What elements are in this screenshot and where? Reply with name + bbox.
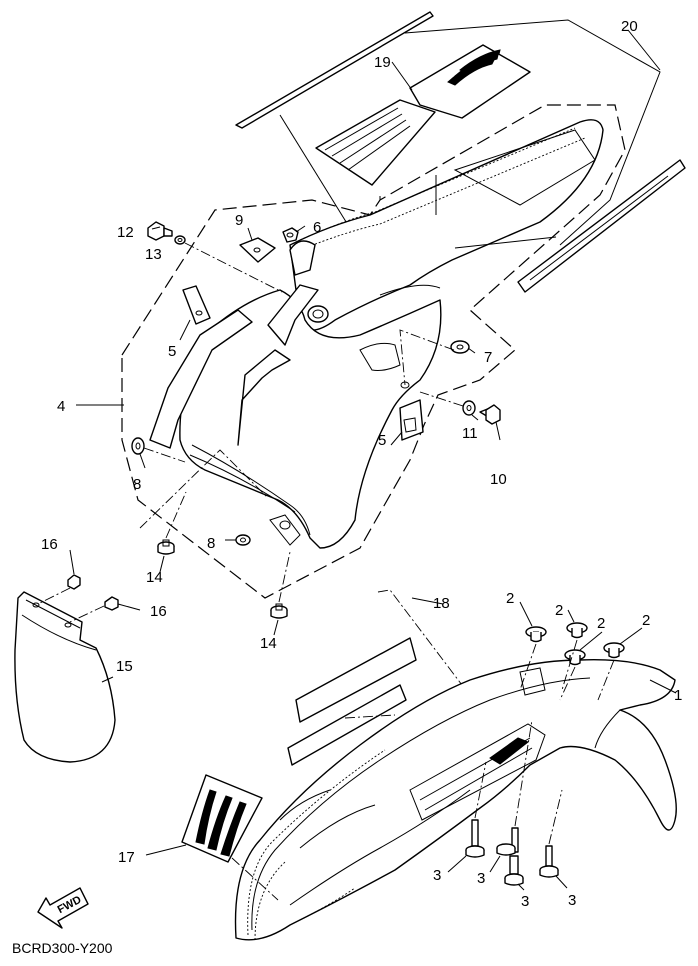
rivet-2a [525,626,547,643]
clip-9 [239,237,276,263]
strip-leader-lines [279,19,661,246]
forward-arrow-icon [37,887,89,929]
callout-3a: 3 [433,867,441,884]
rivet-2d-axis [597,659,615,701]
rivet-2c [564,649,586,666]
callout-4: 4 [57,398,65,415]
callout-17: 17 [118,849,135,866]
callout-19: 19 [374,54,391,71]
callout-16a: 16 [41,536,58,553]
callout-3d: 3 [568,892,576,909]
rivet-2d [603,642,625,659]
callout-13: 13 [145,246,162,263]
bolt-16b-axis [69,605,105,623]
bolt-16a [67,574,81,590]
callout-3c: 3 [521,893,529,910]
callout-8b: 8 [207,535,215,552]
bolt-3-axis-a [474,761,487,819]
bolt-16b [104,596,119,611]
mud-flap [14,591,116,763]
callout-8a: 8 [133,476,141,493]
seat-emblem [315,44,531,186]
bolt-3b [496,827,519,856]
grommet-7 [450,340,470,354]
washer-8a [131,437,145,455]
callout-2a: 2 [506,590,514,607]
bolt-14a [157,539,175,555]
bolt-12-axis [184,242,283,293]
diagram-code: BCRD300-Y200 [12,940,113,956]
bolt-10 [479,404,501,425]
bolt-3-axis-c [548,789,563,845]
callout-16b: 16 [150,603,167,620]
callout-2c: 2 [597,615,605,632]
washer-13 [174,235,186,245]
rivet-2c-axis [559,666,576,701]
rear-lower-axis [139,449,269,529]
front-fender [234,659,677,941]
callout-6: 6 [313,219,321,236]
callout-20: 20 [621,18,638,35]
callout-5b: 5 [378,432,386,449]
washer-8a-axis [143,447,186,463]
bolt-3c [504,855,524,886]
callout-18: 18 [433,595,450,612]
callout-2b: 2 [555,602,563,619]
clip-nut-6 [282,227,299,243]
callout-12: 12 [117,224,134,241]
rivet-2a-axis [519,643,537,691]
fender-emblem [181,774,263,863]
washer-8b [235,534,251,546]
bolt-14b-axis [278,551,291,603]
washer-11 [462,400,476,416]
callout-1: 1 [674,687,682,704]
side-graphic-strip [235,11,686,293]
nut-clip-5b [399,399,424,441]
callout-14a: 14 [146,569,163,586]
callout-7: 7 [484,349,492,366]
rear-fender [149,119,604,549]
callout-10: 10 [490,471,507,488]
callout-leader-lines [69,29,677,891]
bolt-3a [465,819,485,858]
nut-clip-5a [182,285,211,325]
bolt-12 [147,221,173,241]
callout-3b: 3 [477,870,485,887]
callout-9: 9 [235,212,243,229]
callout-5a: 5 [168,343,176,360]
bolt-14b [270,603,288,619]
bolt-10-axis [419,391,464,407]
callout-15: 15 [116,658,133,675]
bolt-14a-axis [165,491,187,539]
bolt-3d [539,845,559,878]
rivet-2b [566,622,588,639]
callout-14b: 14 [260,635,277,652]
callout-11: 11 [462,425,478,442]
rivet-2b-axis [561,639,578,691]
bolt-16a-axis [39,587,71,604]
callout-2d: 2 [642,612,650,629]
grommet-axis [399,329,455,386]
fender-emblem-axis [231,857,279,901]
